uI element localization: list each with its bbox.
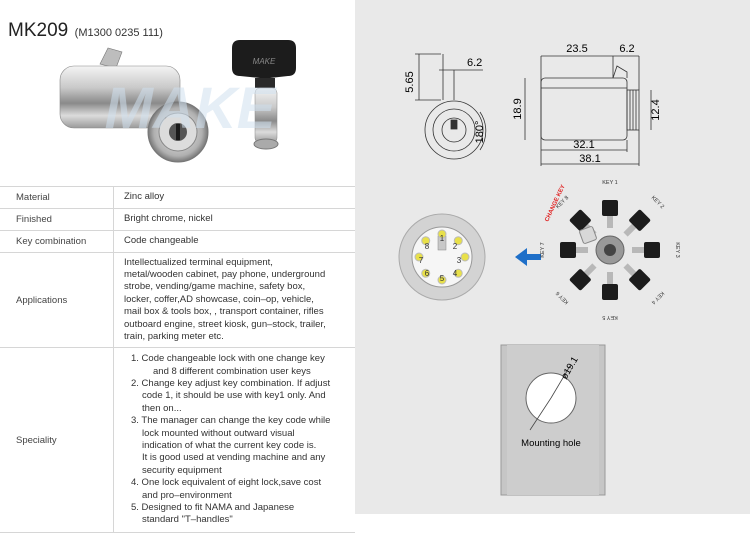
spec-row-speciality: Speciality 1. Code changeable lock with … [0, 347, 355, 533]
spec-table: Material Zinc alloy Finished Bright chro… [0, 186, 355, 533]
speciality-line: 4. One lock equivalent of eight lock,sav… [131, 477, 322, 489]
dim-23-5: 23.5 [566, 43, 587, 55]
lock-body [59, 47, 209, 163]
speciality-line: indication of what the current key code … [142, 440, 317, 451]
key-head [569, 209, 591, 231]
front-view-drawing [415, 53, 487, 160]
key-head [644, 242, 660, 258]
technical-drawing: 5.65 6.2 180° 23.5 6.2 18.9 12.4 [398, 43, 680, 496]
side-view-drawing [524, 55, 652, 166]
key-head [560, 242, 576, 258]
dial-number: 3 [457, 256, 462, 265]
key-head [602, 284, 618, 300]
dial-dot [453, 268, 463, 278]
dim-32-1: 32.1 [573, 139, 594, 151]
mounting-hole-drawing [500, 344, 606, 496]
spec-row-finished: Finished Bright chrome, nickel [0, 208, 355, 231]
speciality-line: 2. Change key adjust key combination. If… [131, 377, 331, 389]
dial-number: 2 [453, 242, 458, 251]
spec-value: Zinc alloy [113, 186, 355, 209]
dial-number: 1 [440, 234, 445, 243]
right-panel: 5.65 6.2 180° 23.5 6.2 18.9 12.4 [355, 0, 750, 514]
applications-line: locker, coffer,AD showcase, coin–op, veh… [124, 293, 314, 305]
dial-dot [421, 236, 431, 246]
spec-value-applications: Intellectualized terminal equipment, met… [113, 252, 355, 348]
dial-dot [421, 268, 431, 278]
speciality-line: and pro–environment [142, 489, 232, 501]
applications-line: outboard engine, street kiosk, gun–stock… [124, 318, 326, 330]
applications-line: mail box & tools box, , transport contai… [124, 306, 324, 318]
dim-6-2-side: 6.2 [619, 43, 634, 55]
combination-dial [398, 213, 486, 301]
speciality-line: 3. The manager can change the key code w… [131, 415, 331, 427]
key: MAKE [232, 40, 296, 150]
dial-number: 7 [419, 256, 424, 265]
left-panel: MK209 (M1300 0235 111) [0, 0, 355, 533]
dial-dots [414, 229, 470, 285]
dial-number: 5 [440, 274, 445, 283]
key-head [569, 269, 591, 291]
key-label: KEY 6 [555, 290, 570, 305]
model-code: (M1300 0235 111) [74, 27, 163, 39]
applications-line: Intellectualized terminal equipment, [124, 256, 273, 268]
spec-label: Material [0, 186, 114, 209]
dim-5-65: 5.65 [404, 71, 416, 92]
product-photo: MAKE MAKE [59, 40, 296, 163]
key-label: KEY 1 [602, 180, 618, 186]
speciality-line: It is good used at vending machine and a… [142, 452, 326, 464]
key-head [629, 269, 651, 291]
dial-dot [414, 252, 424, 262]
key-brand: MAKE [253, 57, 276, 66]
product-title: MK209 (M1300 0235 111) [8, 20, 163, 42]
key-wheel [595, 235, 625, 265]
speciality-line: 5. Designed to fit NAMA and Japanese [131, 502, 295, 514]
spec-label: Applications [0, 252, 114, 348]
spec-value: Bright chrome, nickel [113, 208, 355, 231]
model-number: MK209 [8, 20, 69, 41]
spec-row-key-combination: Key combination Code changeable [0, 230, 355, 253]
arrow-icon [515, 248, 541, 266]
spec-label: Key combination [0, 230, 114, 253]
mounting-hole-label: Mounting hole [521, 438, 581, 449]
spec-row-material: Material Zinc alloy [0, 186, 355, 209]
applications-line: train, parking meter etc. [124, 331, 224, 343]
dial-dot [453, 236, 463, 246]
speciality-line: 1. Code changeable lock with one change … [131, 353, 325, 365]
spec-row-applications: Applications Intellectualized terminal e… [0, 252, 355, 348]
applications-line: metal/wooden cabinet, pay phone, undergr… [124, 268, 326, 280]
spec-value-speciality: 1. Code changeable lock with one change … [113, 347, 355, 533]
key-label: KEY 4 [650, 290, 665, 305]
key-shapes [560, 200, 660, 300]
speciality-line: security equipment [142, 464, 222, 476]
key-label: KEY 2 [650, 195, 665, 210]
dim-18-9: 18.9 [512, 98, 524, 119]
dial-number: 6 [425, 269, 430, 278]
spec-value: Code changeable [113, 230, 355, 253]
speciality-line: standard "T–handles" [142, 514, 233, 526]
dial-dot [437, 229, 447, 239]
dim-180-deg: 180° [474, 121, 486, 144]
key-label: KEY 7 [540, 242, 546, 258]
speciality-line: code 1, it should be use with key1 only.… [142, 390, 326, 402]
dim-12-4: 12.4 [650, 99, 662, 120]
applications-line: strobe, vending/game machine, safety box… [124, 281, 306, 293]
dim-38-1: 38.1 [579, 153, 600, 165]
dial-dot [460, 252, 470, 262]
dim-6-2-front: 6.2 [467, 57, 482, 69]
key-label: KEY 3 [674, 242, 680, 258]
speciality-line: and 8 different combination user keys [153, 365, 311, 377]
key-head [602, 200, 618, 216]
spec-label: Speciality [0, 347, 114, 533]
speciality-line: lock mounted without outward visual [142, 427, 295, 439]
dial-number: 8 [425, 242, 430, 251]
key-head [629, 209, 651, 231]
change-key [579, 226, 597, 244]
speciality-line: then on... [142, 402, 182, 414]
dial-number: 4 [453, 269, 458, 278]
spec-label: Finished [0, 208, 114, 231]
key-label: KEY 5 [602, 314, 618, 320]
watermark-text: MAKE [105, 76, 278, 141]
dial-dot [437, 275, 447, 285]
